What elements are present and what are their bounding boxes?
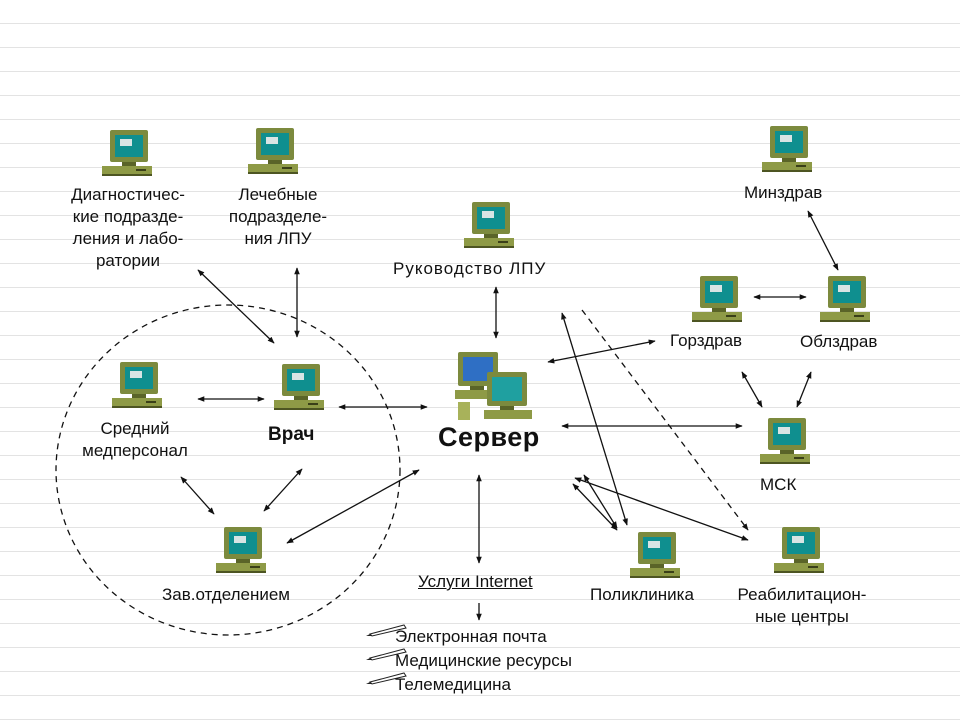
- connector-doctor-head: [263, 468, 303, 512]
- computer-icon-nurse: [112, 362, 162, 408]
- service-medical-resources: Медицинские ресурсы: [395, 651, 572, 670]
- node-label-treatment: Лечебные подразделе- ния ЛПУ: [228, 185, 328, 248]
- computer-icon-oblzdrav: [820, 276, 870, 322]
- service-email: Электронная почта: [395, 627, 547, 646]
- computer-icon-polyclinic: [630, 532, 680, 578]
- connector-nurse-head: [180, 476, 215, 515]
- connector-diagnostic-doctor: [197, 269, 275, 344]
- connector-server-rehab: [574, 477, 749, 541]
- node-label-polyclinic: Поликлиника: [590, 585, 694, 604]
- node-label-minzdrav: Минздрав: [744, 183, 823, 202]
- connector-minzdrav-oblzdrav: [807, 210, 839, 271]
- node-label-oblzdrav: Облздрав: [800, 332, 878, 351]
- connector-oblzdrav-msk: [796, 371, 812, 408]
- node-label-gorzdrav: Горздрав: [670, 331, 743, 350]
- computer-icon-diagnostic: [102, 130, 152, 176]
- computer-icon-minzdrav: [762, 126, 812, 172]
- node-label-nurse: Средний медперсонал: [82, 419, 188, 460]
- node-label-server: Сервер: [438, 422, 540, 452]
- node-label-head: Зав.отделением: [162, 585, 290, 604]
- node-label-diagnostic: Диагностичес- кие подразде- ления и лабо…: [71, 185, 185, 270]
- connector-server-gorzdrav: [547, 339, 656, 364]
- node-label-msk: МСК: [760, 475, 797, 494]
- node-label-rehab: Реабилитацион- ные центры: [737, 585, 867, 626]
- node-label-management: Руководство ЛПУ: [393, 259, 547, 278]
- computer-icon-treatment: [248, 128, 298, 174]
- connector-gorzdrav-msk: [741, 371, 763, 408]
- computer-icon-head: [216, 527, 266, 573]
- computer-icon-management: [464, 202, 514, 248]
- server-icon: [455, 352, 532, 420]
- connector-head-server: [286, 469, 420, 544]
- connector-dashed-server-rehab: [581, 309, 749, 531]
- service-telemedicine: Телемедицина: [395, 675, 511, 694]
- computer-icon-msk: [760, 418, 810, 464]
- computer-icon-doctor: [274, 364, 324, 410]
- computer-icon-rehab: [774, 527, 824, 573]
- computer-icon-gorzdrav: [692, 276, 742, 322]
- node-label-doctor: Врач: [268, 424, 315, 445]
- node-label-internet: Услуги Internet: [418, 572, 533, 591]
